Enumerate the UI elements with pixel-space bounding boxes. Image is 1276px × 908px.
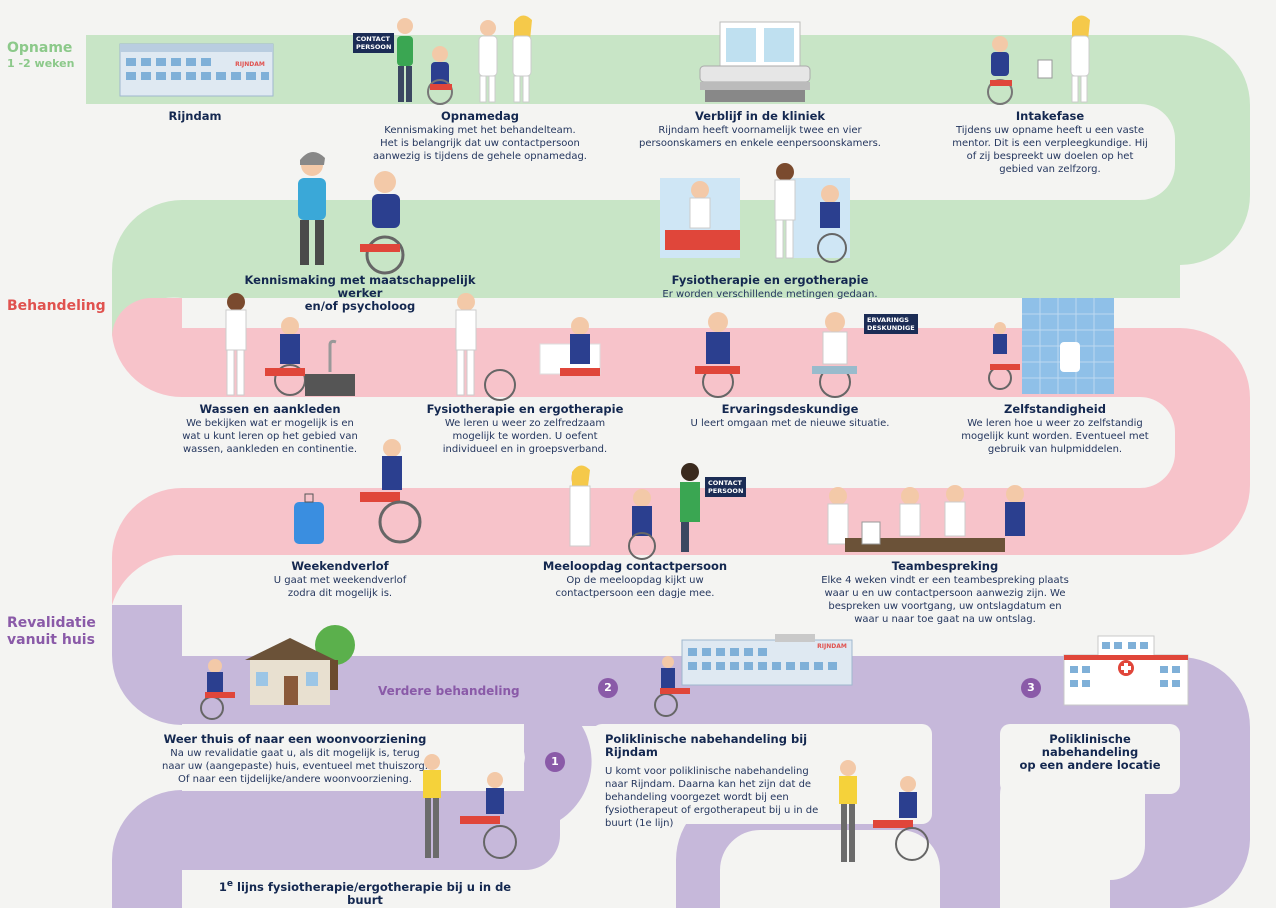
hospital-other-illustration: [1063, 635, 1189, 706]
wassen-illustration: [225, 293, 355, 396]
ervaring-illustration: [695, 312, 857, 398]
phase-revalidatie-title-line1: Revalidatie: [7, 615, 96, 631]
step-poli-rijndam: Poliklinische nabehandeling bij Rijndam …: [605, 732, 819, 830]
phase-opname-title: Opname: [7, 40, 73, 56]
walking-with-wheelchair-illustration-2: [839, 760, 929, 862]
step-weekendverlof: Weekendverlof U gaat met weekendverlof z…: [273, 559, 407, 600]
step-zelfstandigheid: Zelfstandigheid We leren hoe u weer zo z…: [961, 402, 1149, 456]
huis-illustration: [200, 625, 355, 720]
option-number-2: 2: [598, 678, 618, 698]
teambespreking-illustration: [827, 485, 1025, 552]
fysio-oefenen-illustration: [455, 293, 601, 401]
meeloopdag-illustration: [569, 463, 700, 560]
rijndam-building-illustration-2: RIJNDAM: [654, 634, 853, 717]
badkamer-illustration: [988, 298, 1114, 394]
step-eerste-lijn: 1e lijns fysiotherapie/ergotherapie bij …: [218, 879, 512, 907]
phase-opname-subtitle: 1 -2 weken: [7, 57, 75, 70]
step-ervaringsdeskundige: Ervaringsdeskundige U leert omgaan met d…: [690, 402, 890, 430]
step-fysio-oefenen: Fysiotherapie en ergotherapie We leren u…: [426, 402, 624, 456]
rijndam-sign-2: RIJNDAM: [817, 643, 847, 650]
illustrations: RIJNDAM: [119, 15, 1189, 862]
step-thuis: Weer thuis of naar een woonvoorziening N…: [162, 732, 428, 786]
step-intake: Intakefase Tijdens uw opname heeft u een…: [952, 109, 1148, 176]
opnamedag-people-illustration: [397, 15, 532, 105]
kennismaking-illustration: [298, 151, 405, 275]
step-fysio-metingen: Fysiotherapie en ergotherapie Er worden …: [662, 273, 878, 301]
hospital-room-illustration: [699, 21, 811, 102]
step-rijndam: Rijndam: [168, 109, 222, 123]
option-number-1: 1: [545, 752, 565, 772]
step-poli-andere-locatie: Poliklinische nabehandeling op een ander…: [1019, 732, 1161, 772]
step-wassen: Wassen en aankleden We bekijken wat er m…: [182, 402, 358, 456]
rijndam-building-illustration: RIJNDAM: [119, 43, 274, 97]
step-kennismaking: Kennismaking met maatschappelijk werker …: [244, 273, 476, 313]
fysio-metingen-illustration: [660, 163, 850, 263]
rijndam-sign-1: RIJNDAM: [235, 61, 265, 68]
step-teambespreking: Teambespreking Elke 4 weken vindt er een…: [821, 559, 1069, 626]
phase-revalidatie-title-line2: vanuit huis: [7, 632, 95, 648]
weekendverlof-illustration: [294, 439, 422, 544]
intake-illustration: [987, 15, 1090, 105]
walking-with-wheelchair-illustration-1: [423, 754, 517, 859]
verdere-behandeling-label: Verdere behandeling: [378, 684, 520, 698]
band-opname: [86, 35, 1250, 335]
option-number-3: 3: [1021, 678, 1041, 698]
phase-behandeling-title: Behandeling: [7, 298, 106, 314]
step-meeloopdag: Meeloopdag contactpersoon Op de meeloopd…: [542, 559, 728, 600]
step-opnamedag: Opnamedag Kennismaking met het behandelt…: [373, 109, 587, 163]
step-verblijf: Verblijf in de kliniek Rijndam heeft voo…: [639, 109, 881, 150]
